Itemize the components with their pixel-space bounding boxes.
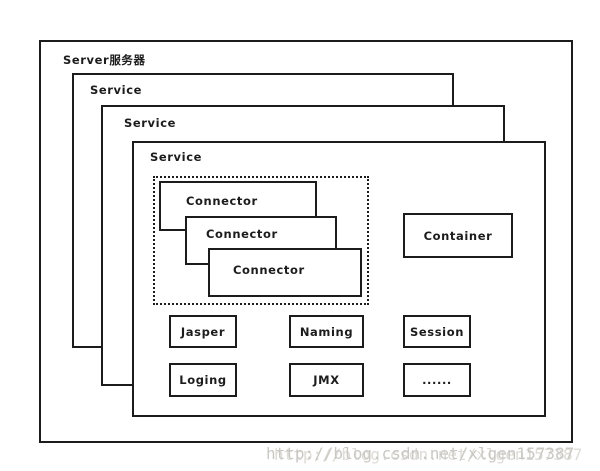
connector-label-3: Connector bbox=[233, 263, 305, 277]
loging-box: Loging bbox=[169, 363, 237, 397]
jmx-label: JMX bbox=[313, 373, 340, 387]
service-label-3: Service bbox=[150, 150, 203, 164]
connector-label-2: Connector bbox=[206, 227, 278, 241]
session-label: Session bbox=[409, 324, 464, 339]
jasper-label: Jasper bbox=[180, 324, 226, 339]
loging-label: Loging bbox=[179, 373, 227, 387]
connector-box-3: Connector bbox=[208, 248, 362, 297]
ellipsis-label: ...... bbox=[422, 373, 452, 387]
naming-label: Naming bbox=[299, 324, 354, 339]
watermark-text: http://blog.csdn.net/xlgen157387 bbox=[266, 444, 575, 463]
session-box: Session bbox=[403, 315, 471, 348]
service-label-1: Service bbox=[90, 83, 143, 97]
naming-box: Naming bbox=[289, 315, 364, 348]
service-label-2: Service bbox=[124, 116, 177, 130]
jasper-box: Jasper bbox=[169, 315, 237, 348]
jmx-box: JMX bbox=[289, 363, 364, 397]
container-box: Container bbox=[403, 213, 513, 258]
container-label: Container bbox=[423, 228, 493, 243]
connector-label-1: Connector bbox=[186, 194, 258, 208]
server-label: Server服务器 bbox=[63, 53, 146, 67]
ellipsis-box: ...... bbox=[403, 363, 471, 397]
